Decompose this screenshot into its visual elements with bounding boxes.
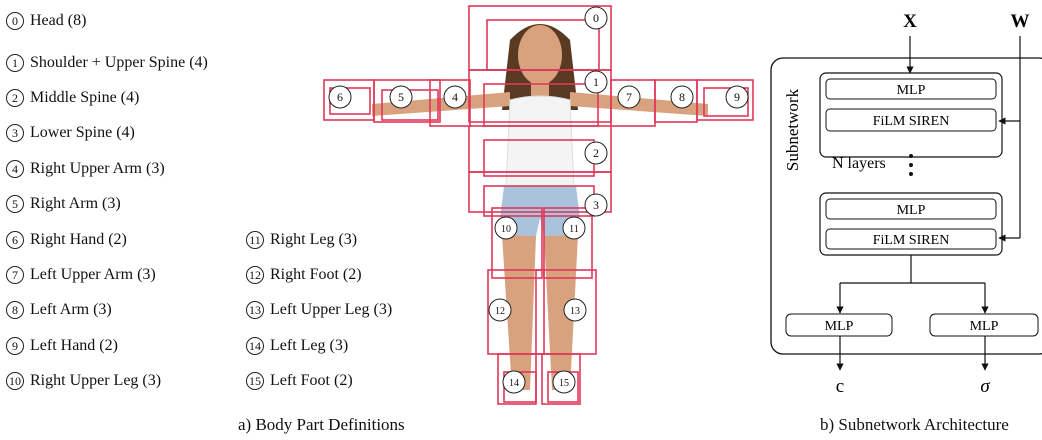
part-marker-label: 12 xyxy=(495,306,505,317)
part-marker-label: 15 xyxy=(559,378,569,389)
part-marker-label: 7 xyxy=(626,90,632,104)
person-illustration xyxy=(372,24,708,390)
part-marker-label: 0 xyxy=(593,11,599,25)
part-marker-label: 13 xyxy=(570,306,580,317)
neck xyxy=(531,80,549,98)
part-marker-label: 3 xyxy=(593,198,599,212)
part-marker-label: 2 xyxy=(593,146,599,160)
face xyxy=(518,25,562,85)
part-marker-label: 9 xyxy=(734,90,740,104)
part-marker-label: 8 xyxy=(679,90,685,104)
caption-b: b) Subnetwork Architecture xyxy=(820,415,1009,435)
part-marker-label: 5 xyxy=(398,90,404,104)
part-marker-label: 1 xyxy=(593,75,599,89)
part-marker-label: 4 xyxy=(452,90,458,104)
caption-a: a) Body Part Definitions xyxy=(238,415,405,435)
part-marker-label: 14 xyxy=(509,378,519,389)
part-marker-label: 10 xyxy=(501,224,511,235)
part-marker-label: 6 xyxy=(337,90,343,104)
part-marker-label: 11 xyxy=(569,224,579,235)
